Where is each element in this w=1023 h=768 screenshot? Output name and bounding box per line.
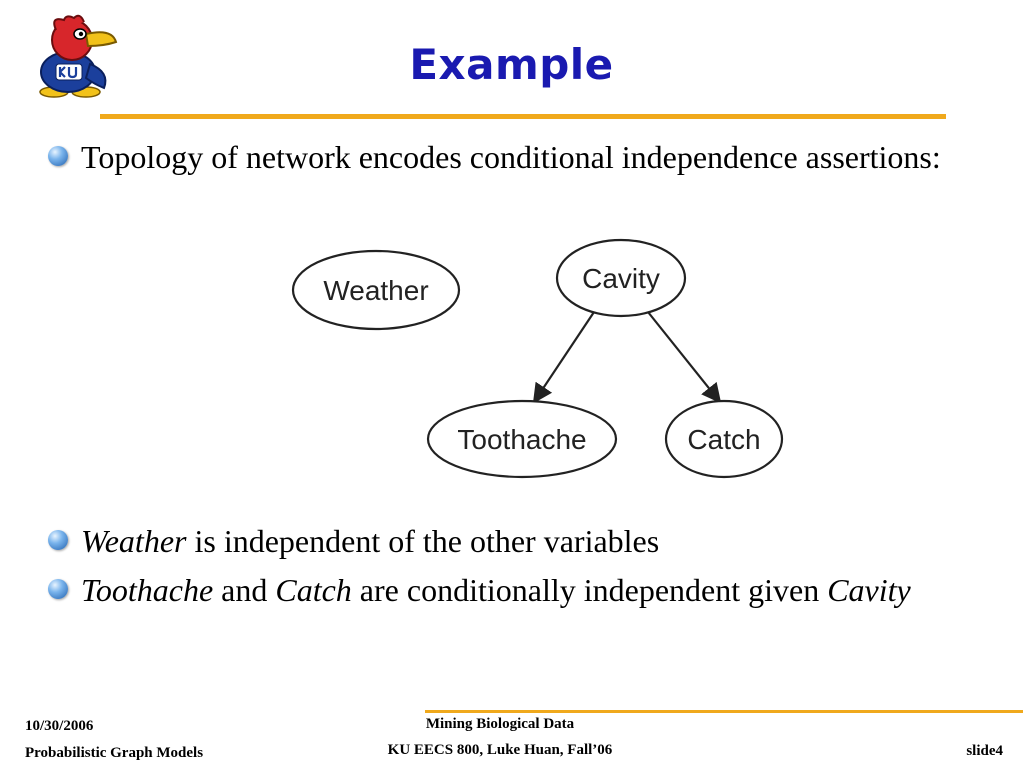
bullet-orb-icon: [48, 530, 68, 550]
bayes-network-diagram: Weather Cavity Toothache Catch: [291, 238, 784, 479]
node-cavity-label: Cavity: [582, 263, 660, 294]
bullet-text-part: Topology of network encodes conditional …: [81, 139, 941, 175]
bullet-text-part: Catch: [275, 572, 352, 608]
node-weather: Weather: [291, 249, 461, 331]
bullet-text-part: are conditionally independent given: [351, 572, 828, 608]
node-toothache: Toothache: [426, 399, 618, 479]
node-catch: Catch: [664, 399, 784, 479]
footer-course-info: KU EECS 800, Luke Huan, Fall’06: [387, 742, 613, 758]
footer-rule: [425, 710, 1023, 713]
bullet-text-part: is independent of the other variables: [186, 523, 660, 559]
footer-date: 10/30/2006: [25, 718, 94, 734]
bullet-text-part: Cavity: [827, 572, 911, 608]
node-toothache-label: Toothache: [457, 424, 586, 455]
bullet-text-part: Toothache: [81, 572, 214, 608]
footer-slide-number: slide4: [966, 743, 1003, 759]
bullet-text: Toothache and Catch are conditionally in…: [81, 571, 953, 609]
node-weather-label: Weather: [323, 275, 428, 306]
footer-course-topic: Probabilistic Graph Models: [25, 745, 204, 761]
bullet-text-part: Weather: [81, 523, 187, 559]
bullet-topology: Topology of network encodes conditional …: [48, 138, 953, 176]
jayhawk-logo-icon: [39, 14, 118, 98]
bullet-toothache-catch: Toothache and Catch are conditionally in…: [48, 571, 953, 609]
node-cavity: Cavity: [555, 238, 687, 318]
bullet-text: Topology of network encodes conditional …: [81, 138, 953, 176]
footer-course-title: Mining Biological Data: [425, 716, 575, 732]
bullet-orb-icon: [48, 579, 68, 599]
bullet-weather: Weather is independent of the other vari…: [48, 522, 953, 560]
bullet-text: Weather is independent of the other vari…: [81, 522, 953, 560]
bullet-orb-icon: [48, 146, 68, 166]
title-rule: [100, 114, 946, 119]
edge-cavity-toothache: [532, 311, 595, 404]
edge-cavity-catch: [647, 311, 722, 404]
bullet-text-part: and: [213, 572, 276, 608]
slide-title: Example: [409, 40, 614, 89]
node-catch-label: Catch: [687, 424, 760, 455]
